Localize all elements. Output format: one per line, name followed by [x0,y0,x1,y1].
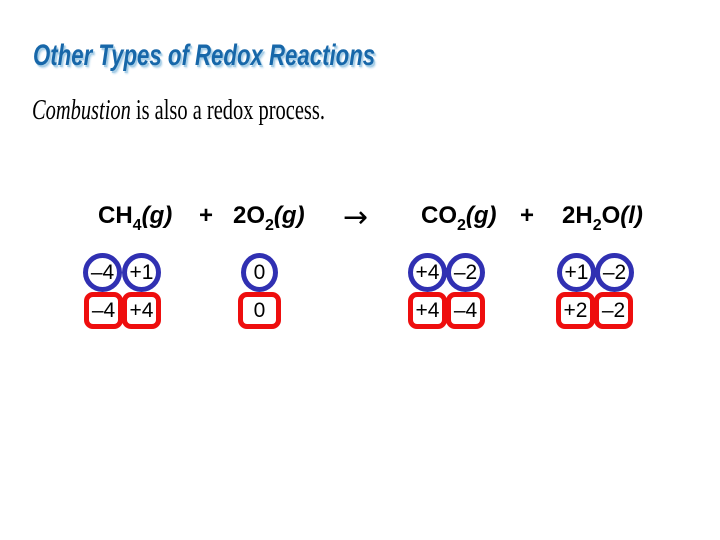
oxidation-circle-methane-c: –4 [83,253,122,292]
formula-text: CH [98,202,133,229]
total-charge-box-water-h: +2 [556,292,595,329]
oxidation-circle-co2-c: +4 [408,253,447,292]
subtitle-rest: is also a redox process. [130,95,325,126]
formula-subscript: 2 [457,217,466,234]
formula-water: 2H2O(l) [562,204,643,234]
oxidation-circle-co2-o: –2 [446,253,485,292]
total-charge-box-oxygen: 0 [238,292,281,329]
formula-text: O [601,202,621,229]
state-symbol: (g) [465,202,497,229]
slide-title: Other Types of Redox Reactions [33,39,376,72]
total-charge-box-methane-c: –4 [84,292,123,329]
formula-subscript: 2 [265,217,274,234]
oxidation-circle-water-o: –2 [595,253,634,292]
formula-subscript: 4 [132,217,142,234]
formula-carbon-dioxide: CO2(g) [421,204,497,234]
total-charge-box-co2-o: –4 [446,292,485,329]
state-symbol: (g) [273,202,305,229]
plus-sign-right: + [520,202,535,229]
formula-oxygen: 2O2(g) [233,204,305,234]
reaction-arrow: → [343,200,369,235]
state-symbol: (l) [620,202,643,229]
oxidation-circle-oxygen: 0 [241,253,278,292]
formula-methane: CH4(g) [98,204,172,234]
formula-subscript: 2 [592,217,602,234]
subtitle-emphasis: Combustion [32,95,131,126]
slide-subtitle: Combustion is also a redox process. [32,95,325,127]
state-symbol: (g) [141,202,173,229]
total-charge-box-methane-h: +4 [122,292,161,329]
formula-text: CO [421,202,457,229]
plus-sign-left: + [199,202,214,229]
total-charge-box-water-o: –2 [594,292,633,329]
formula-text: 2O [233,202,266,229]
formula-text: 2H [562,202,593,229]
oxidation-circle-water-h: +1 [557,253,596,292]
oxidation-circle-methane-h: +1 [122,253,161,292]
total-charge-box-co2-c: +4 [408,292,447,329]
